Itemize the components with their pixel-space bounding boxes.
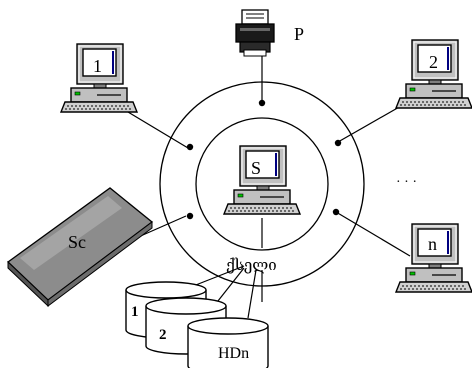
more-workstations-ellipsis: · · ·: [396, 175, 417, 190]
workstation-1-icon: 1: [60, 43, 138, 113]
workstation-n-label: n: [428, 234, 437, 254]
workstation-2-label: 2: [429, 52, 438, 72]
link-bus-disk-n: [247, 269, 257, 319]
disk-1-icon: 1: [125, 281, 207, 339]
workstation-2-icon: 2: [395, 39, 472, 109]
disk-n-icon: HDn: [187, 317, 269, 368]
node-bottom-left: [186, 212, 194, 220]
printer-label: P: [294, 24, 304, 44]
server-label: S: [251, 158, 261, 178]
ring-nodes: [186, 99, 342, 220]
outer-ring: [159, 81, 365, 287]
disk-2-icon: 2: [145, 297, 227, 355]
workstation-1-label: 1: [93, 56, 102, 76]
disk-n-label: HDn: [218, 345, 249, 362]
network-bus-label: ქსელი: [226, 257, 277, 274]
disk-1-label: 1: [131, 304, 139, 320]
workstation-n-icon: n: [395, 223, 472, 293]
scanner-icon: [6, 187, 154, 308]
scanner-label: Sc: [68, 232, 86, 252]
link-workstation-1: [127, 111, 189, 149]
link-workstation-n: [335, 211, 411, 257]
node-top-left: [186, 143, 194, 151]
node-top-right: [334, 139, 342, 147]
link-bus-disk-2: [213, 267, 245, 307]
inner-ring: [195, 117, 329, 251]
node-bottom-right: [332, 208, 340, 216]
server-icon: S: [223, 145, 301, 215]
node-top: [258, 99, 266, 107]
disk-2-label: 2: [159, 327, 167, 343]
printer-icon: [235, 9, 275, 57]
